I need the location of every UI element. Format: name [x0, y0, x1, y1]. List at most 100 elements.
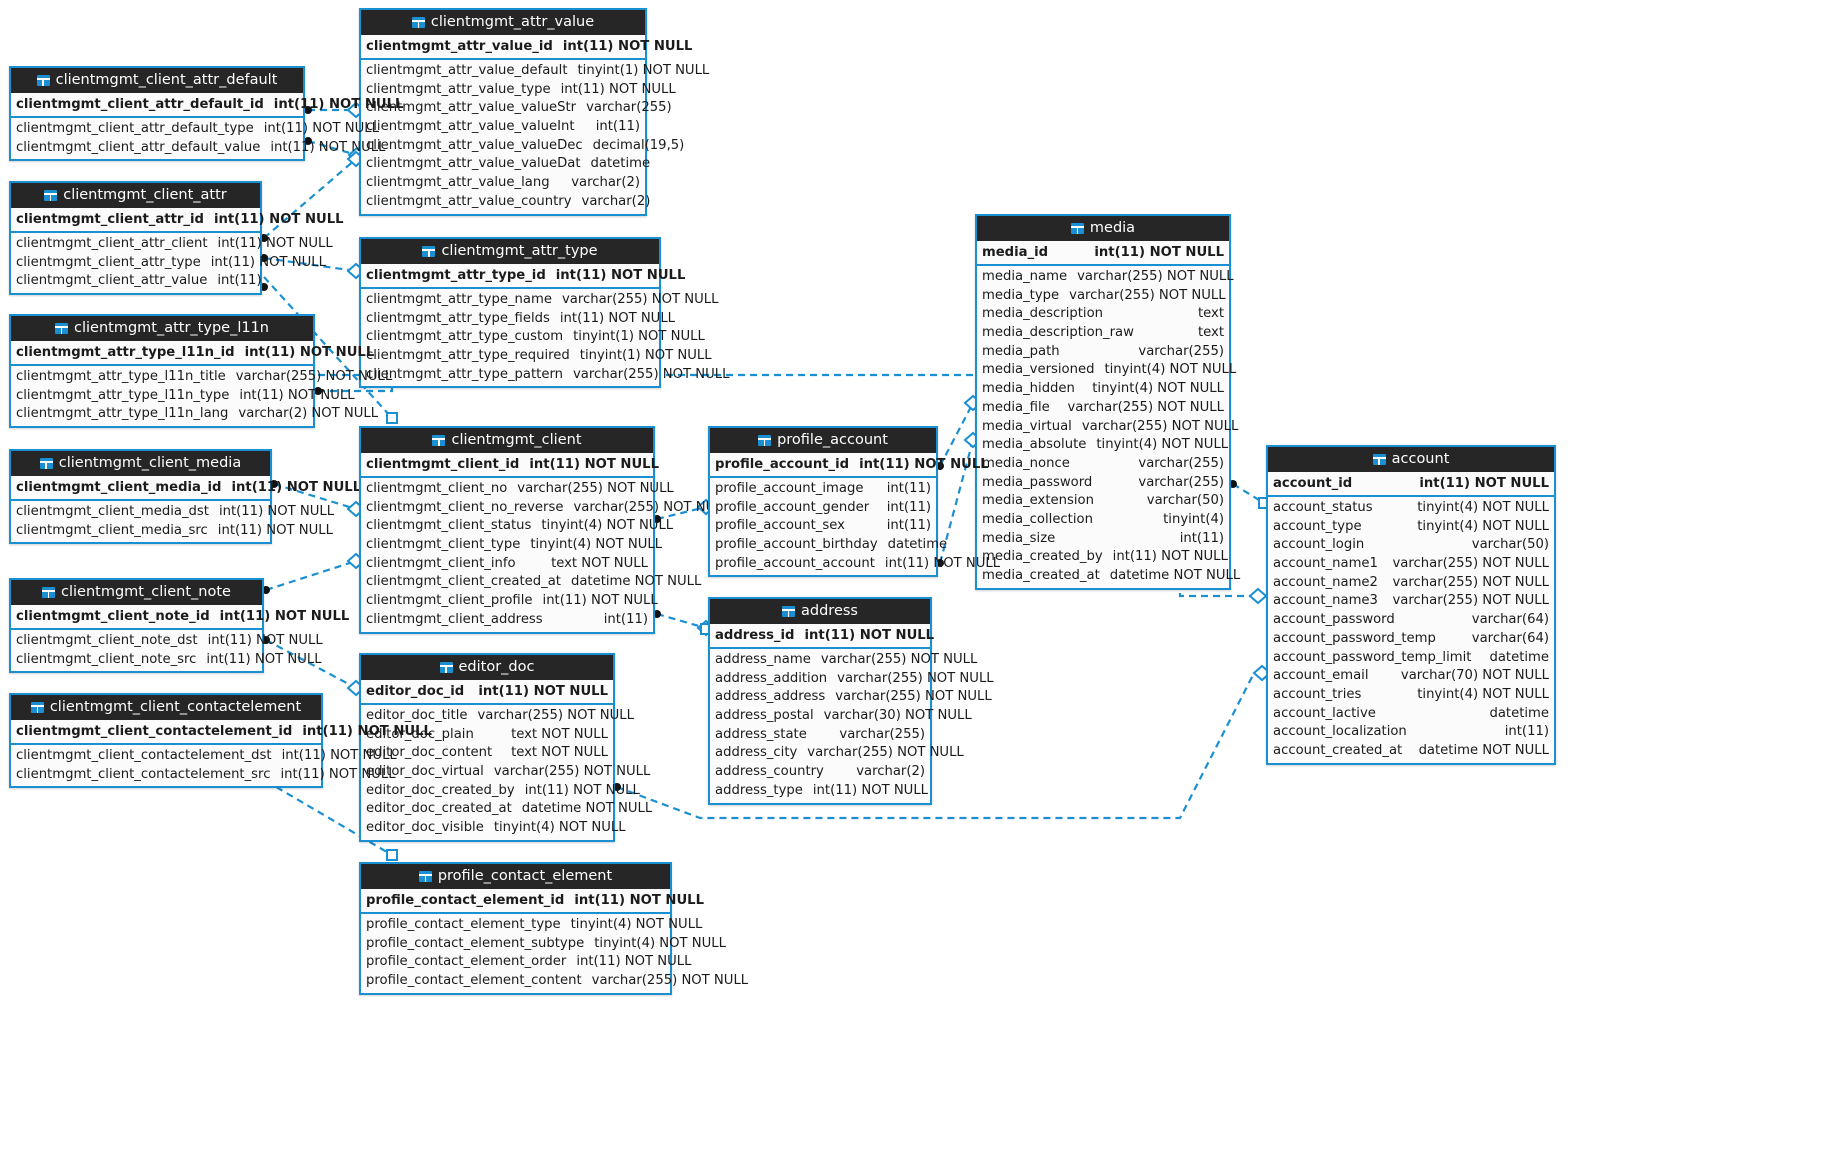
table-row[interactable]: clientmgmt_client_addressint(11) — [361, 611, 653, 630]
table-row[interactable]: editor_doc_contenttext NOT NULL — [361, 744, 613, 763]
table-row[interactable]: clientmgmt_attr_value_countryvarchar(2) — [361, 193, 650, 212]
entity-table-media[interactable]: mediamedia_idint(11) NOT NULLmedia_namev… — [975, 214, 1240, 590]
table-row[interactable]: account_passwordvarchar(64) — [1268, 611, 1554, 630]
table-row[interactable]: profile_contact_element_subtypetinyint(4… — [361, 935, 726, 954]
primary-key-row[interactable]: profile_account_idint(11) NOT NULL — [710, 453, 989, 478]
table-row[interactable]: media_typevarchar(255) NOT NULL — [977, 287, 1229, 306]
table-row[interactable]: clientmgmt_attr_value_valueDecdecimal(19… — [361, 137, 684, 156]
table-row[interactable]: clientmgmt_client_attr_clientint(11) NOT… — [11, 235, 333, 254]
table-row[interactable]: clientmgmt_client_created_atdatetime NOT… — [361, 573, 701, 592]
table-row[interactable]: clientmgmt_client_infotext NOT NULL — [361, 555, 653, 574]
table-row[interactable]: editor_doc_created_byint(11) NOT NULL — [361, 782, 640, 801]
table-row[interactable]: media_sizeint(11) — [977, 530, 1229, 549]
table-row[interactable]: media_versionedtinyint(4) NOT NULL — [977, 361, 1236, 380]
table-row[interactable]: account_loginvarchar(50) — [1268, 536, 1554, 555]
table-row[interactable]: clientmgmt_client_attr_valueint(11) — [11, 272, 262, 291]
table-row[interactable]: account_localizationint(11) — [1268, 723, 1554, 742]
table-row[interactable]: clientmgmt_client_attr_default_valueint(… — [11, 139, 386, 158]
primary-key-row[interactable]: clientmgmt_attr_value_idint(11) NOT NULL — [361, 35, 692, 60]
entity-table-clientmgmt_client_attr[interactable]: clientmgmt_client_attrclientmgmt_client_… — [9, 181, 344, 296]
table-row[interactable]: profile_account_sexint(11) — [710, 517, 936, 536]
table-row[interactable]: profile_account_imageint(11) — [710, 480, 936, 499]
entity-table-clientmgmt_client_note[interactable]: clientmgmt_client_noteclientmgmt_client_… — [9, 578, 349, 674]
table-row[interactable]: address_additionvarchar(255) NOT NULL — [710, 670, 994, 689]
table-row[interactable]: media_filevarchar(255) NOT NULL — [977, 399, 1229, 418]
table-row[interactable]: clientmgmt_client_media_dstint(11) NOT N… — [11, 503, 334, 522]
entity-table-profile_account[interactable]: profile_accountprofile_account_idint(11)… — [708, 426, 1000, 578]
table-row[interactable]: profile_contact_element_orderint(11) NOT… — [361, 953, 692, 972]
table-row[interactable]: profile_account_accountint(11) NOT NULL — [710, 555, 1000, 574]
entity-table-editor_doc[interactable]: editor_doceditor_doc_idint(11) NOT NULLe… — [359, 653, 652, 842]
primary-key-row[interactable]: editor_doc_idint(11) NOT NULL — [361, 680, 613, 705]
table-row[interactable]: clientmgmt_client_note_srcint(11) NOT NU… — [11, 651, 322, 670]
table-row[interactable]: account_statustinyint(4) NOT NULL — [1268, 499, 1554, 518]
entity-table-account[interactable]: accountaccount_idint(11) NOT NULLaccount… — [1266, 445, 1556, 765]
table-row[interactable]: clientmgmt_attr_type_l11n_typeint(11) NO… — [11, 387, 355, 406]
table-row[interactable]: clientmgmt_client_no_reversevarchar(255)… — [361, 499, 730, 518]
table-row[interactable]: clientmgmt_attr_value_valueIntint(11) — [361, 118, 645, 137]
table-row[interactable]: clientmgmt_attr_type_fieldsint(11) NOT N… — [361, 310, 675, 329]
table-row[interactable]: media_virtualvarchar(255) NOT NULL — [977, 418, 1238, 437]
table-row[interactable]: account_triestinyint(4) NOT NULL — [1268, 686, 1554, 705]
table-row[interactable]: media_description_rawtext — [977, 324, 1229, 343]
table-row[interactable]: media_passwordvarchar(255) — [977, 474, 1229, 493]
table-row[interactable]: profile_account_genderint(11) — [710, 499, 936, 518]
table-row[interactable]: profile_contact_element_contentvarchar(2… — [361, 972, 748, 991]
entity-table-address[interactable]: addressaddress_idint(11) NOT NULLaddress… — [708, 597, 994, 805]
primary-key-row[interactable]: clientmgmt_attr_type_l11n_idint(11) NOT … — [11, 341, 374, 366]
table-row[interactable]: clientmgmt_client_typetinyint(4) NOT NUL… — [361, 536, 662, 555]
table-row[interactable]: clientmgmt_attr_value_typeint(11) NOT NU… — [361, 81, 676, 100]
table-row[interactable]: clientmgmt_attr_value_defaulttinyint(1) … — [361, 62, 709, 81]
table-row[interactable]: editor_doc_titlevarchar(255) NOT NULL — [361, 707, 634, 726]
primary-key-row[interactable]: media_idint(11) NOT NULL — [977, 241, 1229, 266]
table-row[interactable]: media_created_byint(11) NOT NULL — [977, 548, 1229, 567]
table-row[interactable]: address_cityvarchar(255) NOT NULL — [710, 744, 964, 763]
table-row[interactable]: address_statevarchar(255) — [710, 726, 930, 745]
table-row[interactable]: clientmgmt_client_media_srcint(11) NOT N… — [11, 522, 333, 541]
entity-table-clientmgmt_client_attr_default[interactable]: clientmgmt_client_attr_defaultclientmgmt… — [9, 66, 403, 162]
primary-key-row[interactable]: clientmgmt_client_note_idint(11) NOT NUL… — [11, 605, 349, 630]
table-row[interactable]: account_emailvarchar(70) NOT NULL — [1268, 667, 1554, 686]
entity-table-clientmgmt_client_contactelement[interactable]: clientmgmt_client_contactelementclientmg… — [9, 693, 432, 789]
table-row[interactable]: address_namevarchar(255) NOT NULL — [710, 651, 977, 670]
primary-key-row[interactable]: clientmgmt_client_media_idint(11) NOT NU… — [11, 476, 361, 501]
entity-table-clientmgmt_client[interactable]: clientmgmt_clientclientmgmt_client_idint… — [359, 426, 730, 634]
table-row[interactable]: media_noncevarchar(255) — [977, 455, 1229, 474]
table-row[interactable]: clientmgmt_attr_type_customtinyint(1) NO… — [361, 328, 705, 347]
table-row[interactable]: media_extensionvarchar(50) — [977, 492, 1229, 511]
table-row[interactable]: account_name1varchar(255) NOT NULL — [1268, 555, 1554, 574]
table-row[interactable]: profile_account_birthdaydatetime — [710, 536, 947, 555]
table-row[interactable]: media_hiddentinyint(4) NOT NULL — [977, 380, 1229, 399]
table-row[interactable]: account_name2varchar(255) NOT NULL — [1268, 574, 1554, 593]
table-row[interactable]: editor_doc_plaintext NOT NULL — [361, 726, 613, 745]
table-row[interactable]: editor_doc_created_atdatetime NOT NULL — [361, 800, 652, 819]
table-row[interactable]: media_pathvarchar(255) — [977, 343, 1229, 362]
table-row[interactable]: account_name3varchar(255) NOT NULL — [1268, 592, 1554, 611]
entity-table-clientmgmt_attr_type[interactable]: clientmgmt_attr_typeclientmgmt_attr_type… — [359, 237, 730, 389]
table-row[interactable]: account_lactivedatetime — [1268, 705, 1554, 724]
table-row[interactable]: editor_doc_virtualvarchar(255) NOT NULL — [361, 763, 650, 782]
table-row[interactable]: profile_contact_element_typetinyint(4) N… — [361, 916, 702, 935]
table-row[interactable]: clientmgmt_client_contactelement_srcint(… — [11, 766, 396, 785]
table-row[interactable]: account_typetinyint(4) NOT NULL — [1268, 518, 1554, 537]
table-row[interactable]: media_created_atdatetime NOT NULL — [977, 567, 1240, 586]
table-row[interactable]: address_typeint(11) NOT NULL — [710, 782, 930, 801]
primary-key-row[interactable]: clientmgmt_client_idint(11) NOT NULL — [361, 453, 659, 478]
table-row[interactable]: address_countryvarchar(2) — [710, 763, 930, 782]
table-row[interactable]: clientmgmt_attr_type_patternvarchar(255)… — [361, 366, 730, 385]
table-row[interactable]: clientmgmt_attr_value_valueStrvarchar(25… — [361, 99, 672, 118]
primary-key-row[interactable]: clientmgmt_client_attr_idint(11) NOT NUL… — [11, 208, 344, 233]
table-row[interactable]: clientmgmt_client_contactelement_dstint(… — [11, 747, 397, 766]
table-row[interactable]: account_created_atdatetime NOT NULL — [1268, 742, 1554, 761]
table-row[interactable]: address_addressvarchar(255) NOT NULL — [710, 688, 992, 707]
entity-table-clientmgmt_client_media[interactable]: clientmgmt_client_mediaclientmgmt_client… — [9, 449, 361, 545]
entity-table-clientmgmt_attr_value[interactable]: clientmgmt_attr_valueclientmgmt_attr_val… — [359, 8, 709, 216]
table-row[interactable]: clientmgmt_client_attr_default_typeint(1… — [11, 120, 379, 139]
table-row[interactable]: clientmgmt_attr_value_valueDatdatetime — [361, 155, 650, 174]
table-row[interactable]: media_collectiontinyint(4) — [977, 511, 1229, 530]
table-row[interactable]: media_absolutetinyint(4) NOT NULL — [977, 436, 1229, 455]
table-row[interactable]: account_password_tempvarchar(64) — [1268, 630, 1554, 649]
table-row[interactable]: clientmgmt_attr_type_l11n_titlevarchar(2… — [11, 368, 392, 387]
primary-key-row[interactable]: clientmgmt_client_contactelement_idint(1… — [11, 720, 432, 745]
table-row[interactable]: media_namevarchar(255) NOT NULL — [977, 268, 1234, 287]
